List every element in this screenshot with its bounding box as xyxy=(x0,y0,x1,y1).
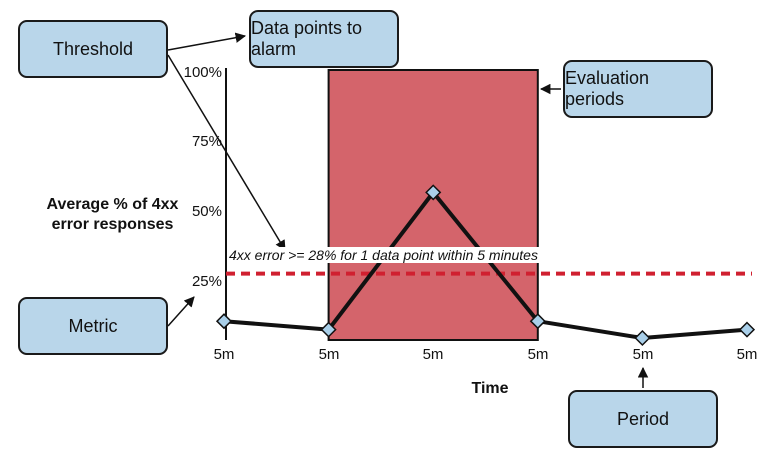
data-point xyxy=(320,321,337,338)
data-point xyxy=(634,329,651,347)
x-tick-label: 5m xyxy=(213,346,235,363)
evaluation-window xyxy=(327,69,539,341)
x-tick-label: 5m xyxy=(736,346,758,363)
y-tick-label: 100% xyxy=(183,64,222,81)
data-point xyxy=(738,321,756,338)
metric-arrow xyxy=(167,296,195,327)
period-box: Period xyxy=(568,390,718,448)
y-tick-label: 25% xyxy=(191,273,222,290)
data-point xyxy=(529,313,546,330)
evaluation-periods-box: Evaluation periods xyxy=(563,60,713,118)
x-axis-label: Time xyxy=(471,380,509,397)
threshold-box: Threshold xyxy=(18,20,168,78)
y-tick-label: 75% xyxy=(191,133,222,150)
data-point xyxy=(215,313,233,330)
metric-box: Metric xyxy=(18,297,168,355)
y-tick-label: 50% xyxy=(191,203,222,220)
threshold-to-datapoints-arrow xyxy=(167,32,247,51)
x-tick-label: 5m xyxy=(632,346,654,363)
x-tick-label: 5m xyxy=(318,346,340,363)
threshold-to-line-arrow xyxy=(167,54,286,251)
data-points-to-alarm-box: Data points to alarm xyxy=(249,10,399,68)
threshold-label: 4xx error >= 28% for 1 data point within… xyxy=(227,247,540,263)
data-point xyxy=(425,184,442,201)
y-axis-label: Average % of 4xx error responses xyxy=(46,196,179,233)
x-tick-label: 5m xyxy=(527,346,549,363)
x-tick-label: 5m xyxy=(422,346,444,363)
